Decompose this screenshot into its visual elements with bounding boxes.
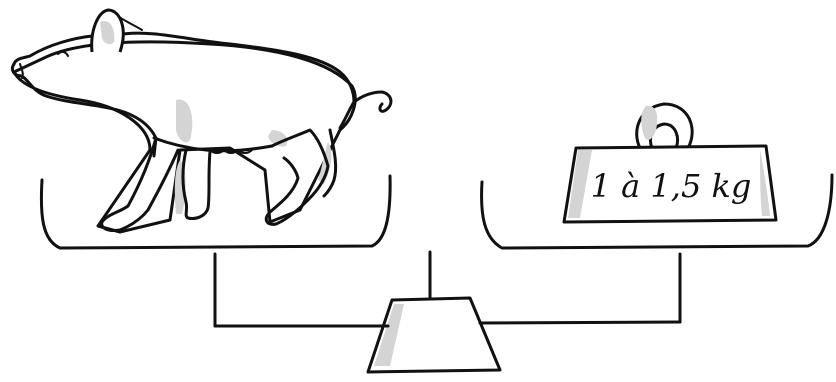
weight-label: 1 à 1,5 kg	[591, 167, 752, 205]
scale-right-pan	[480, 173, 834, 250]
weight-icon	[562, 102, 778, 224]
scale-right-arm	[478, 320, 682, 325]
scale-base-shadow	[374, 304, 404, 366]
pig-icon	[10, 8, 393, 234]
scale-stand	[213, 250, 682, 374]
scale-left-pan	[39, 174, 392, 250]
